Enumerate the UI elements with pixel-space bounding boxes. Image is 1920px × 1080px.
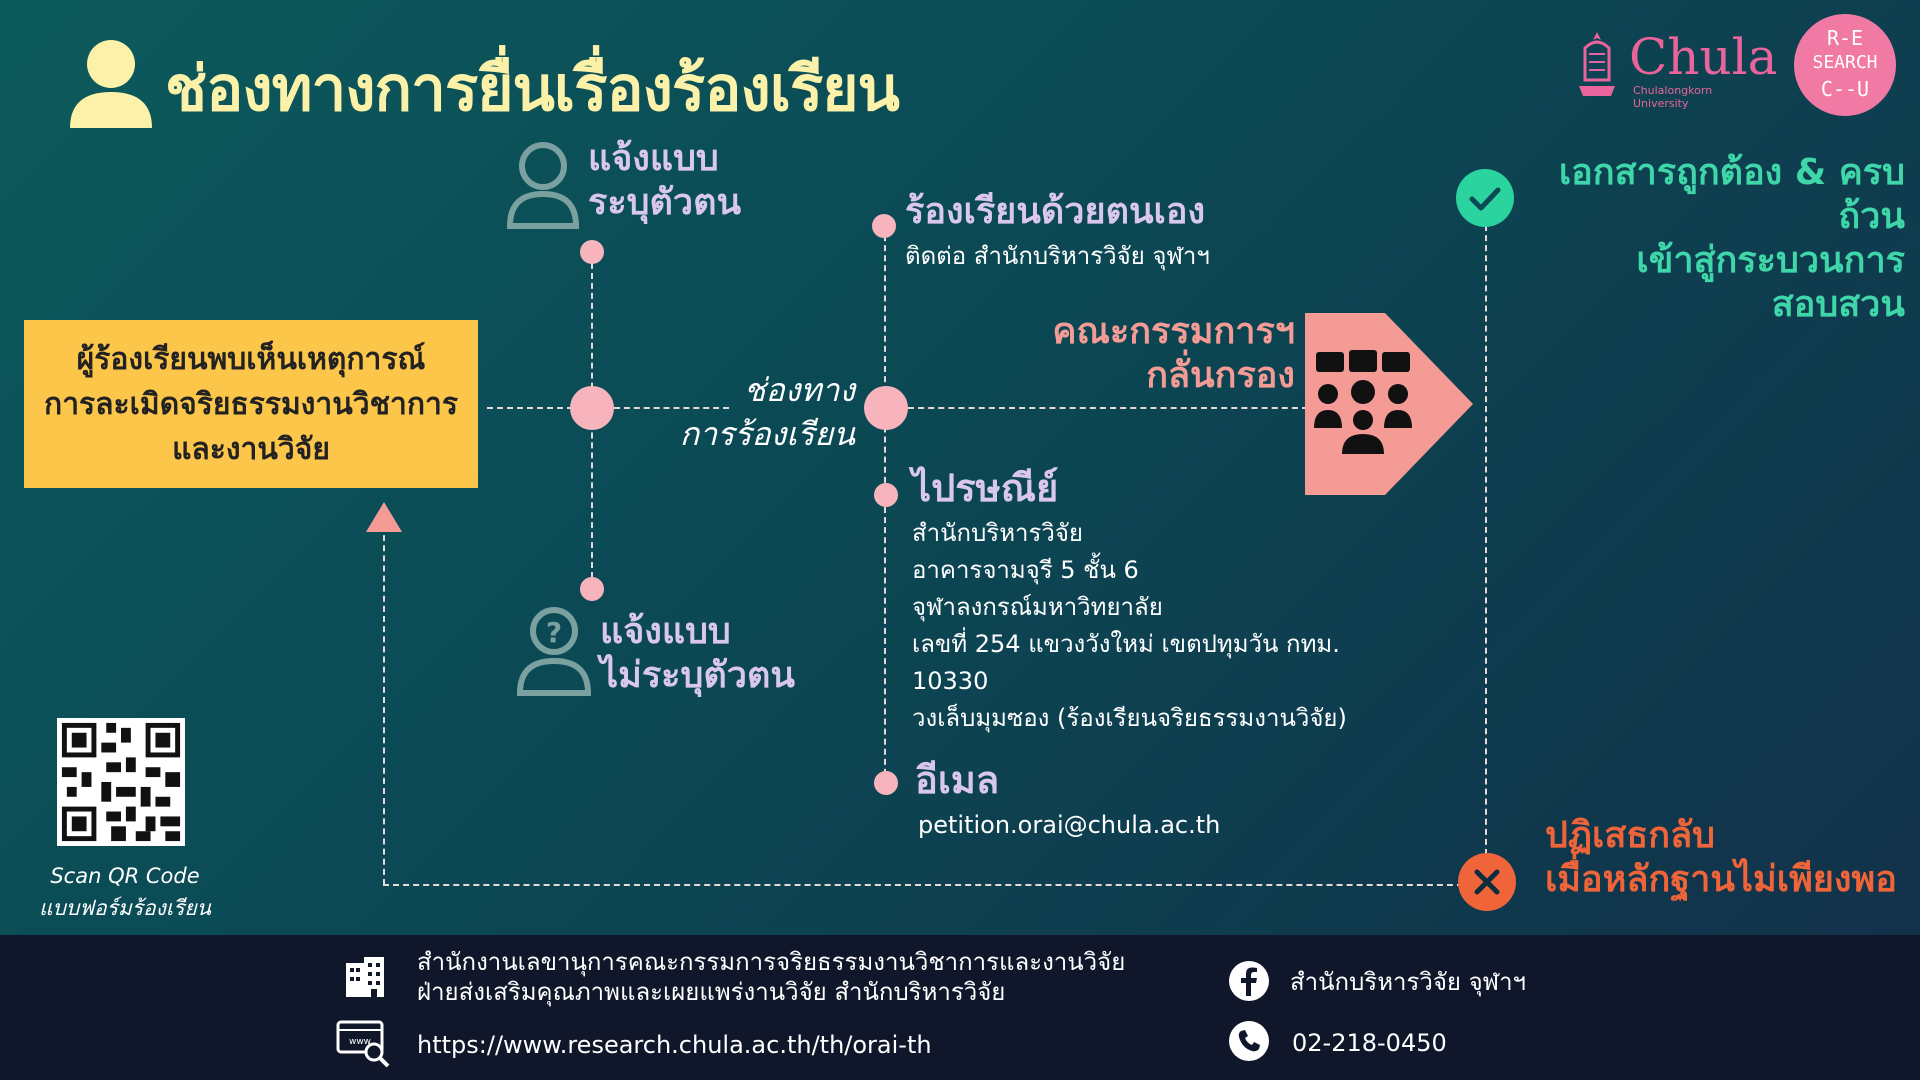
complainant-box: ผู้ร้องเรียนพบเห็นเหตุการณ์ การละเมิดจริ… <box>24 320 478 488</box>
committee-label: คณะกรรมการฯ กลั่นกรอง <box>1052 311 1295 396</box>
qr-caption: Scan QR Code แบบฟอร์มร้องเรียน <box>38 864 212 920</box>
web-search-icon: www <box>336 1020 390 1068</box>
identified-dot <box>580 240 604 264</box>
in-person-title: ร้องเรียนด้วยตนเอง <box>905 191 1206 232</box>
chula-emblem-icon <box>1579 32 1615 96</box>
research-cu-logo: R-E SEARCH C--U <box>1794 14 1896 116</box>
check-circle-icon <box>1456 169 1514 227</box>
footer-phone[interactable]: 02-218-0450 <box>1292 1029 1447 1057</box>
group-meeting-icon <box>1314 350 1412 454</box>
anonymous-label: แจ้งแบบ ไม่ระบุตัวตน <box>600 611 795 696</box>
channel-label: ช่องทาง การร้องเรียน <box>679 371 855 453</box>
svg-text:www: www <box>349 1037 371 1047</box>
post-address: สำนักบริหารวิจัย อาคารจามจุรี 5 ชั้น 6 จ… <box>912 519 1347 732</box>
facebook-icon <box>1229 961 1269 1001</box>
arrow-up-icon <box>366 502 402 532</box>
hub-dot <box>570 386 614 430</box>
chula-logo: Chula Chulalongkorn University <box>1575 28 1777 110</box>
user-outline-icon <box>506 142 580 229</box>
footer-facebook[interactable]: สำนักบริหารวิจัย จุฬาฯ <box>1290 968 1527 996</box>
post-title: ไปรษณีย์ <box>912 466 1059 510</box>
person-icon <box>70 40 152 128</box>
svg-text:?: ? <box>546 616 562 649</box>
footer-org: สำนักงานเลขานุการคณะกรรมการจริยธรรมงานวิ… <box>417 948 1126 1006</box>
email-dot <box>874 771 898 795</box>
chula-subtitle: Chulalongkorn University <box>1633 84 1713 110</box>
anonymous-user-icon: ? <box>516 607 592 696</box>
email-title: อีเมล <box>915 758 1000 802</box>
accepted-label: เอกสารถูกต้อง & ครบถ้วน เข้าสู่กระบวนการ… <box>1558 152 1905 325</box>
footer <box>0 935 1920 1080</box>
connector-to-committee <box>908 407 1308 409</box>
connector-reject-return <box>383 884 1463 886</box>
connector-hub-to-channel <box>614 407 729 409</box>
connector-box-to-hub <box>487 407 593 409</box>
anonymous-dot <box>580 577 604 601</box>
footer-url[interactable]: https://www.research.chula.ac.th/th/orai… <box>417 1031 932 1059</box>
connector-return-up <box>383 525 385 885</box>
page-title: ช่องทางการยื่นเรื่องร้องเรียน <box>165 52 900 125</box>
channel-hub-dot <box>864 386 908 430</box>
qr-code[interactable] <box>56 718 186 846</box>
in-person-dot <box>872 214 896 238</box>
post-dot <box>874 483 898 507</box>
building-icon <box>346 957 384 997</box>
phone-icon <box>1229 1021 1269 1061</box>
connector-outcome-vertical <box>1485 225 1487 855</box>
email-address[interactable]: petition.orai@chula.ac.th <box>918 811 1221 839</box>
in-person-detail: ติดต่อ สำนักบริหารวิจัย จุฬาฯ <box>905 242 1210 270</box>
rejected-label: ปฏิเสธกลับ เมื่อหลักฐานไม่เพียงพอ <box>1545 815 1897 900</box>
close-circle-icon <box>1458 853 1516 911</box>
identified-label: แจ้งแบบ ระบุตัวตน <box>588 138 742 223</box>
chula-wordmark: Chula <box>1629 28 1778 86</box>
